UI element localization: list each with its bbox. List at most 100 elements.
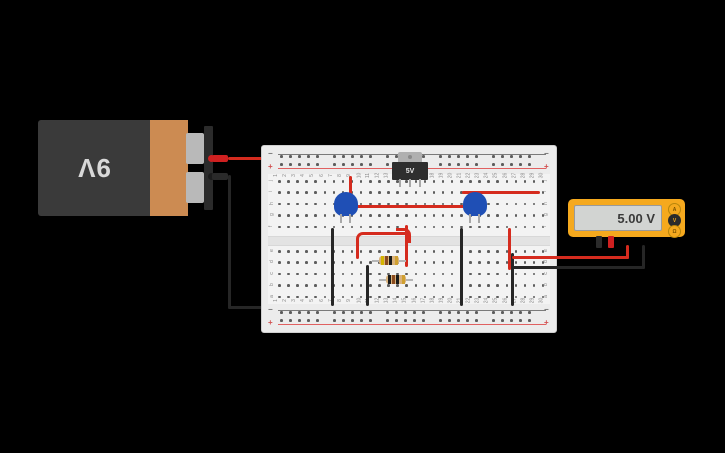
rail-hole-top-minus-21[interactable] (492, 155, 495, 158)
rail-hole-top-plus-11[interactable] (386, 163, 389, 166)
hole-d-29[interactable] (532, 261, 536, 264)
hole-h-27[interactable] (514, 202, 518, 206)
hole-f-20[interactable] (450, 225, 454, 229)
hole-g-18[interactable] (432, 214, 436, 217)
hole-e-29[interactable] (532, 250, 536, 253)
rail-hole-top-minus-16[interactable] (439, 155, 442, 158)
voltage-regulator-5v[interactable]: 5V (392, 152, 428, 187)
rail-hole-bot-plus-1[interactable] (280, 319, 283, 322)
hole-c-8[interactable] (341, 272, 345, 276)
hole-e-22[interactable] (469, 250, 472, 253)
rail-hole-bot-plus-2[interactable] (289, 319, 292, 322)
hole-a-15[interactable] (405, 295, 408, 299)
rail-hole-top-minus-20[interactable] (475, 155, 478, 158)
wire-red-reg-in[interactable] (349, 176, 352, 207)
hole-g-14[interactable] (396, 214, 399, 217)
hole-f-7[interactable] (332, 225, 336, 229)
hole-g-5[interactable] (314, 214, 317, 217)
hole-e-14[interactable] (396, 250, 399, 253)
hole-h-6[interactable] (323, 202, 327, 206)
rail-hole-bot-plus-14[interactable] (413, 319, 416, 322)
rail-hole-bot-plus-12[interactable] (395, 319, 398, 322)
rail-hole-top-minus-12[interactable] (395, 155, 398, 158)
hole-f-16[interactable] (414, 225, 418, 229)
rail-hole-bot-plus-19[interactable] (466, 319, 469, 322)
hole-d-16[interactable] (414, 261, 418, 264)
hole-a-4[interactable] (305, 295, 308, 299)
hole-g-16[interactable] (414, 214, 418, 217)
hole-a-6[interactable] (323, 295, 327, 299)
hole-i-21[interactable] (460, 191, 463, 194)
hole-b-12[interactable] (378, 284, 381, 287)
hole-c-10[interactable] (359, 272, 363, 276)
hole-d-20[interactable] (450, 261, 454, 264)
hole-e-17[interactable] (423, 250, 427, 253)
hole-a-23[interactable] (478, 295, 481, 299)
hole-b-25[interactable] (496, 284, 499, 287)
hole-e-4[interactable] (305, 250, 308, 253)
rail-hole-top-plus-3[interactable] (298, 163, 301, 166)
wire-red-right-vert[interactable] (508, 228, 511, 270)
wire-red-row-j-right[interactable] (462, 191, 540, 194)
wire-battery-negative-vertical[interactable] (228, 175, 231, 309)
hole-c-29[interactable] (532, 272, 536, 276)
hole-c-11[interactable] (369, 272, 372, 276)
hole-c-6[interactable] (323, 272, 327, 276)
hole-j-5[interactable] (314, 180, 317, 183)
hole-c-17[interactable] (423, 272, 427, 276)
hole-d-3[interactable] (296, 261, 299, 264)
hole-g-9[interactable] (350, 214, 354, 217)
rail-hole-top-minus-15[interactable] (422, 155, 425, 158)
hole-d-23[interactable] (478, 261, 481, 264)
hole-d-10[interactable] (359, 261, 363, 264)
hole-d-22[interactable] (469, 261, 472, 264)
hole-f-23[interactable] (478, 225, 481, 229)
hole-f-19[interactable] (441, 225, 445, 229)
rail-hole-bot-plus-11[interactable] (386, 319, 389, 322)
hole-f-10[interactable] (359, 225, 363, 229)
resistor-upper[interactable] (372, 256, 406, 265)
hole-f-6[interactable] (323, 225, 327, 229)
wire-red-curve-left[interactable] (356, 232, 373, 249)
rail-hole-top-plus-21[interactable] (492, 163, 495, 166)
hole-b-4[interactable] (305, 284, 308, 287)
negative-connector[interactable] (212, 173, 228, 180)
hole-i-13[interactable] (387, 191, 390, 194)
hole-g-28[interactable] (523, 214, 527, 217)
hole-e-13[interactable] (387, 250, 390, 253)
rail-hole-top-plus-24[interactable] (519, 163, 522, 166)
rail-hole-bot-minus-19[interactable] (466, 311, 469, 314)
hole-a-2[interactable] (287, 295, 290, 299)
rail-hole-bot-plus-7[interactable] (342, 319, 345, 322)
rail-hole-top-plus-10[interactable] (369, 163, 372, 166)
hole-e-16[interactable] (414, 250, 418, 253)
wire-black-mid-ground[interactable] (366, 265, 369, 306)
hole-h-14[interactable] (396, 202, 399, 206)
rail-hole-top-minus-4[interactable] (307, 155, 310, 158)
rail-hole-bot-minus-23[interactable] (510, 311, 513, 314)
hole-h-7[interactable] (332, 202, 336, 206)
hole-c-4[interactable] (305, 272, 308, 276)
hole-d-24[interactable] (487, 261, 490, 264)
hole-g-25[interactable] (496, 214, 499, 217)
rail-hole-bot-plus-5[interactable] (316, 319, 319, 322)
rail-hole-bot-plus-18[interactable] (457, 319, 460, 322)
rail-hole-top-minus-3[interactable] (298, 155, 301, 158)
rail-hole-bot-minus-4[interactable] (307, 311, 310, 314)
hole-h-18[interactable] (432, 202, 436, 206)
hole-c-23[interactable] (478, 272, 481, 276)
hole-d-1[interactable] (278, 261, 281, 264)
hole-c-26[interactable] (505, 272, 509, 276)
hole-c-15[interactable] (405, 272, 408, 276)
hole-b-6[interactable] (323, 284, 327, 287)
rail-hole-bot-plus-23[interactable] (510, 319, 513, 322)
hole-d-28[interactable] (523, 261, 527, 264)
hole-j-26[interactable] (505, 180, 509, 183)
hole-b-24[interactable] (487, 284, 490, 287)
hole-i-1[interactable] (278, 191, 281, 194)
rail-hole-bot-minus-13[interactable] (404, 311, 407, 314)
rail-hole-bot-minus-2[interactable] (289, 311, 292, 314)
hole-g-13[interactable] (387, 214, 390, 217)
digital-multimeter[interactable]: 5.00 V A V Ω (568, 199, 685, 238)
resistor-lower[interactable] (379, 275, 413, 284)
